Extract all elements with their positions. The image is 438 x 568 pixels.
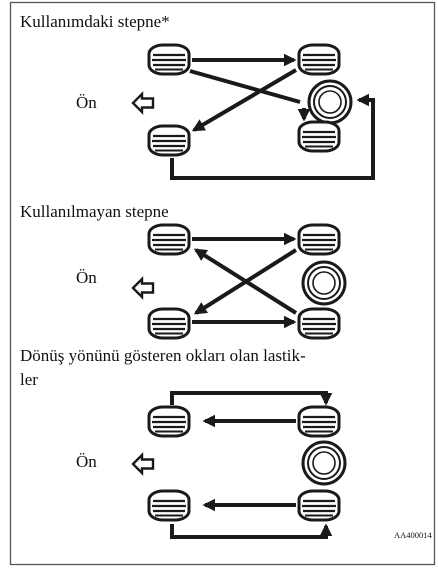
arrow-fr-to-rl [193,248,298,315]
arrow-fl-to-spare [189,69,301,104]
arrow-rl-to-rr [170,523,333,539]
tire-front-right [297,43,341,76]
arrow-fl-to-fr [170,391,333,406]
arrow-rl-to-spare [170,93,375,180]
section-2: Kullanılmayan stepne Ön [20,202,347,340]
tire-front-right [297,405,341,438]
tire-rear-left [147,307,191,340]
front-arrow-icon [131,92,155,114]
section-1-title: Kullanımdaki stepne* [20,12,170,31]
section-3-front-label: Ön [76,452,97,471]
section-2-front-label: Ön [76,268,97,287]
tire-rear-right [297,489,341,522]
spare-tire-icon [301,440,347,486]
spare-tire-icon [301,260,347,306]
tire-rear-left [147,489,191,522]
tire-rear-right [297,307,341,340]
tire-front-right [297,223,341,256]
section-3: Dönüş yönünü gösteren okları olan lastik… [20,346,347,539]
figure-border [9,1,436,566]
figure-code: AA400014 [394,530,433,540]
tire-front-left [147,405,191,438]
section-1: Kullanımdaki stepne* Ön [20,12,375,180]
tire-front-left [147,43,191,76]
section-2-title: Kullanılmayan stepne [20,202,169,221]
tire-front-left [147,223,191,256]
section-3-title-line2: ler [20,370,38,389]
front-arrow-icon [131,277,155,299]
section-1-front-label: Ön [76,93,97,112]
front-arrow-icon [131,453,155,475]
arrow-fr-to-rl [191,68,298,132]
section-3-title-line1: Dönüş yönünü gösteren okları olan lastik… [20,346,306,365]
tire-rear-right [297,120,341,153]
spare-tire-icon [307,79,353,125]
tire-rear-left [147,124,191,157]
